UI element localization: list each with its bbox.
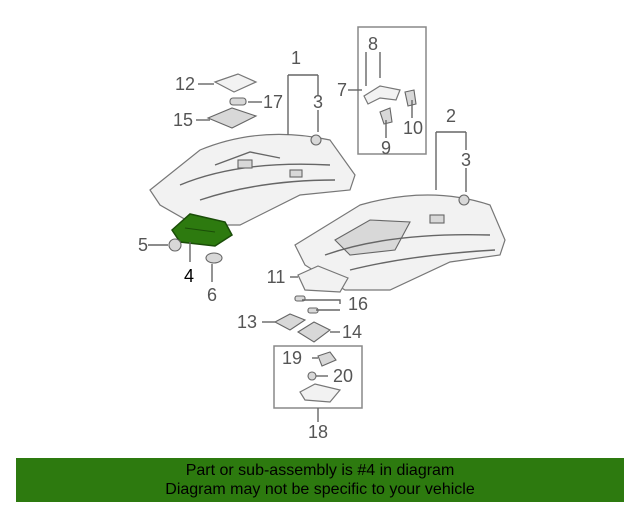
- parts-diagram: 1 2 3 3 4 5 6 7 8 9 10 11 12 13 14 15 16…: [138, 26, 506, 442]
- headliner-left: [149, 133, 356, 226]
- part-3-clip-a: [310, 134, 322, 146]
- callout-16: 16: [348, 294, 368, 314]
- part-20-clip: [307, 371, 317, 381]
- callout-3-left: 3: [313, 92, 323, 112]
- callout-5: 5: [138, 235, 148, 255]
- callout-7: 7: [337, 80, 347, 100]
- banner-line-1: Part or sub-assembly is #4 in diagram: [185, 462, 455, 479]
- callout-11: 11: [267, 267, 286, 287]
- callout-9: 9: [381, 138, 391, 158]
- part-14-lens: [296, 321, 332, 343]
- part-5-clip: [168, 238, 182, 252]
- callout-10: 10: [403, 118, 423, 138]
- callout-14: 14: [342, 322, 362, 342]
- part-15-lens: [206, 107, 258, 129]
- callout-8: 8: [368, 34, 378, 54]
- info-banner: Part or sub-assembly is #4 in diagram Di…: [16, 458, 624, 502]
- headliner-right: [294, 194, 506, 291]
- callout-4: 4: [184, 266, 194, 286]
- part-3-clip-b: [458, 194, 470, 206]
- callout-19: 19: [282, 348, 302, 368]
- part-6-cap: [205, 252, 223, 264]
- part-19-lamp: [317, 351, 337, 367]
- callout-18: 18: [308, 422, 328, 442]
- banner-line-2: Diagram may not be specific to your vehi…: [165, 481, 475, 498]
- callout-20: 20: [333, 366, 353, 386]
- callout-6: 6: [207, 285, 217, 305]
- part-9-clip: [379, 107, 393, 125]
- part-18-housing: [299, 383, 342, 403]
- callout-12: 12: [175, 74, 195, 94]
- callout-13: 13: [237, 312, 257, 332]
- part-13-lens: [273, 313, 307, 331]
- callout-2: 2: [446, 106, 456, 126]
- callout-1: 1: [291, 48, 301, 68]
- part-16-bulbs: [294, 295, 319, 314]
- callout-3-right: 3: [461, 150, 471, 170]
- part-8-grip: [363, 85, 401, 105]
- part-12-lamp: [213, 73, 258, 93]
- part-11-console: [297, 265, 349, 293]
- part-17-clip: [229, 97, 247, 106]
- callout-17: 17: [263, 92, 283, 112]
- callout-15: 15: [173, 110, 193, 130]
- leader-lines: [148, 52, 467, 422]
- part-10-clip: [404, 89, 417, 107]
